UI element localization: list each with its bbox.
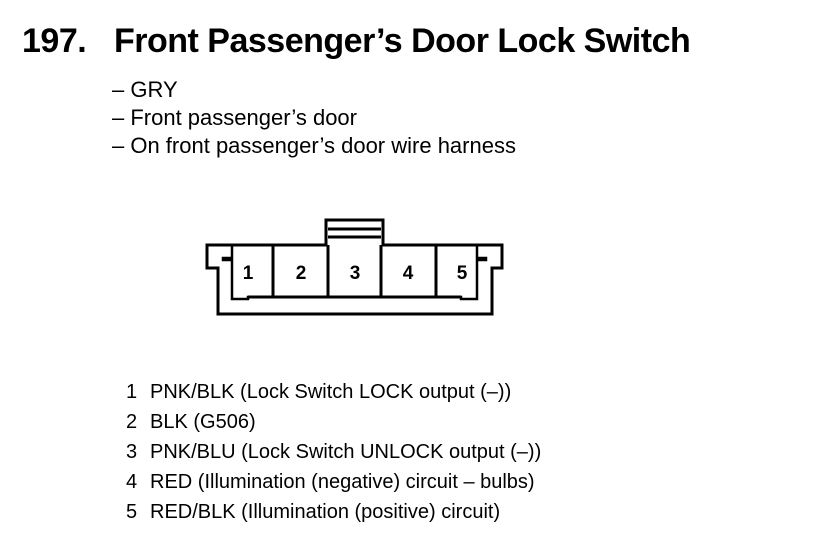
pin-description: BLK (G506) [150,411,256,433]
pin-description: RED/BLK (Illumination (positive) circuit… [150,501,501,523]
pin-number: 3 [126,441,138,463]
detail-color: – GRY [112,77,178,102]
pin-description: RED (Illumination (negative) circuit – b… [150,471,535,493]
pin-number: 4 [126,471,138,493]
pin-row: 4 RED (Illumination (negative) circuit – … [126,467,541,497]
connector-details: – GRY – Front passenger’s door – On fron… [112,76,516,160]
pin-number: 1 [126,381,138,403]
pin-label: 3 [350,263,361,284]
detail-location: – Front passenger’s door [112,105,357,130]
pin-row: 1 PNK/BLK (Lock Switch LOCK output (–)) [126,377,541,407]
connector-housing [205,218,504,316]
detail-harness: – On front passenger’s door wire harness [112,133,516,158]
pin-label: 4 [403,263,414,284]
pin-label: 2 [296,263,307,284]
pin-row: 2 BLK (G506) [126,407,541,437]
pin-number: 5 [126,501,138,523]
pin-list: 1 PNK/BLK (Lock Switch LOCK output (–)) 2… [126,377,541,527]
pin-row: 5 RED/BLK (Illumination (positive) circui… [126,497,541,527]
pin-description: PNK/BLU (Lock Switch UNLOCK output (–)) [150,441,542,463]
pin-number: 2 [126,411,138,433]
pin-label: 1 [243,263,254,284]
connector-name: Front Passenger’s Door Lock Switch [114,22,691,60]
pin-row: 3 PNK/BLU (Lock Switch UNLOCK output (–)) [126,437,541,467]
connector-number: 197. [22,22,87,60]
pin-label: 5 [457,263,468,284]
pin-description: PNK/BLK (Lock Switch LOCK output (–)) [150,381,512,403]
page-title: 197. Front Passenger’s Door Lock Switch [22,22,691,61]
